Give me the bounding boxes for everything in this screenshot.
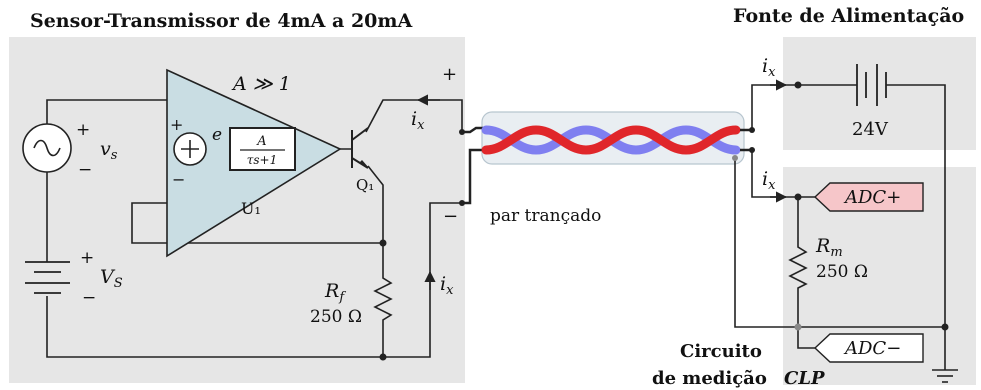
power-title: Fonte de Alimentação (733, 5, 964, 27)
transistor-icon (351, 127, 369, 169)
adc-plus-tag (813, 182, 924, 212)
sensor-title: Sensor-Transmissor de 4mA a 20mA (30, 10, 412, 32)
battery-vs-icon (25, 261, 70, 294)
transistor-label: Q₁ (356, 176, 374, 194)
tf-denominator: τs+1 (247, 153, 278, 167)
VS-plus-label: + (80, 248, 94, 268)
measure-title-clp: CLP (784, 368, 825, 389)
rf-value: 250 Ω (310, 307, 362, 327)
ix-label-bottom: ix (440, 273, 454, 298)
adc-plus-label: ADC+ (843, 187, 901, 208)
adc-minus-tag (813, 333, 924, 363)
right-nodes (732, 81, 949, 331)
vs-minus-label: − (78, 160, 92, 180)
ix-label-right-bottom: ix (762, 168, 776, 193)
rf-label: Rf (324, 280, 346, 305)
resistor-rm-icon (788, 237, 808, 290)
measure-title-line2: de medição (652, 368, 767, 389)
twisted-pair-cable (462, 111, 752, 205)
gain-label: A ≫ 1 (231, 73, 291, 95)
output-plus-label: + (442, 64, 457, 85)
amp-plus-label: + (170, 115, 183, 134)
rm-value: 250 Ω (816, 262, 868, 282)
ix-label-top: ix (411, 108, 425, 133)
rm-label: Rm (815, 235, 843, 260)
amp-label: U₁ (241, 199, 261, 218)
amp-minus-label: − (172, 170, 185, 189)
power-panel (783, 37, 976, 150)
tf-numerator: A (256, 134, 266, 149)
vs-plus-label: + (76, 120, 90, 140)
vs-label: vs (100, 138, 118, 163)
transfer-function-box (229, 127, 296, 171)
resistor-rf-icon (373, 268, 393, 326)
VS-label: VS (100, 266, 123, 291)
adc-minus-label: ADC− (843, 338, 901, 359)
ac-sine-icon (33, 139, 61, 157)
cable-label: par trançado (490, 206, 601, 226)
output-minus-label: − (443, 206, 458, 227)
VS-minus-label: − (82, 288, 96, 308)
measure-title-line1: Circuito (680, 341, 762, 362)
ix-label-right-top: ix (762, 55, 776, 80)
battery-24v-icon (856, 64, 887, 106)
battery-label: 24V (852, 119, 889, 140)
ground-icon (932, 369, 958, 383)
cable-label-mask (482, 197, 632, 207)
error-label: e (212, 125, 222, 145)
